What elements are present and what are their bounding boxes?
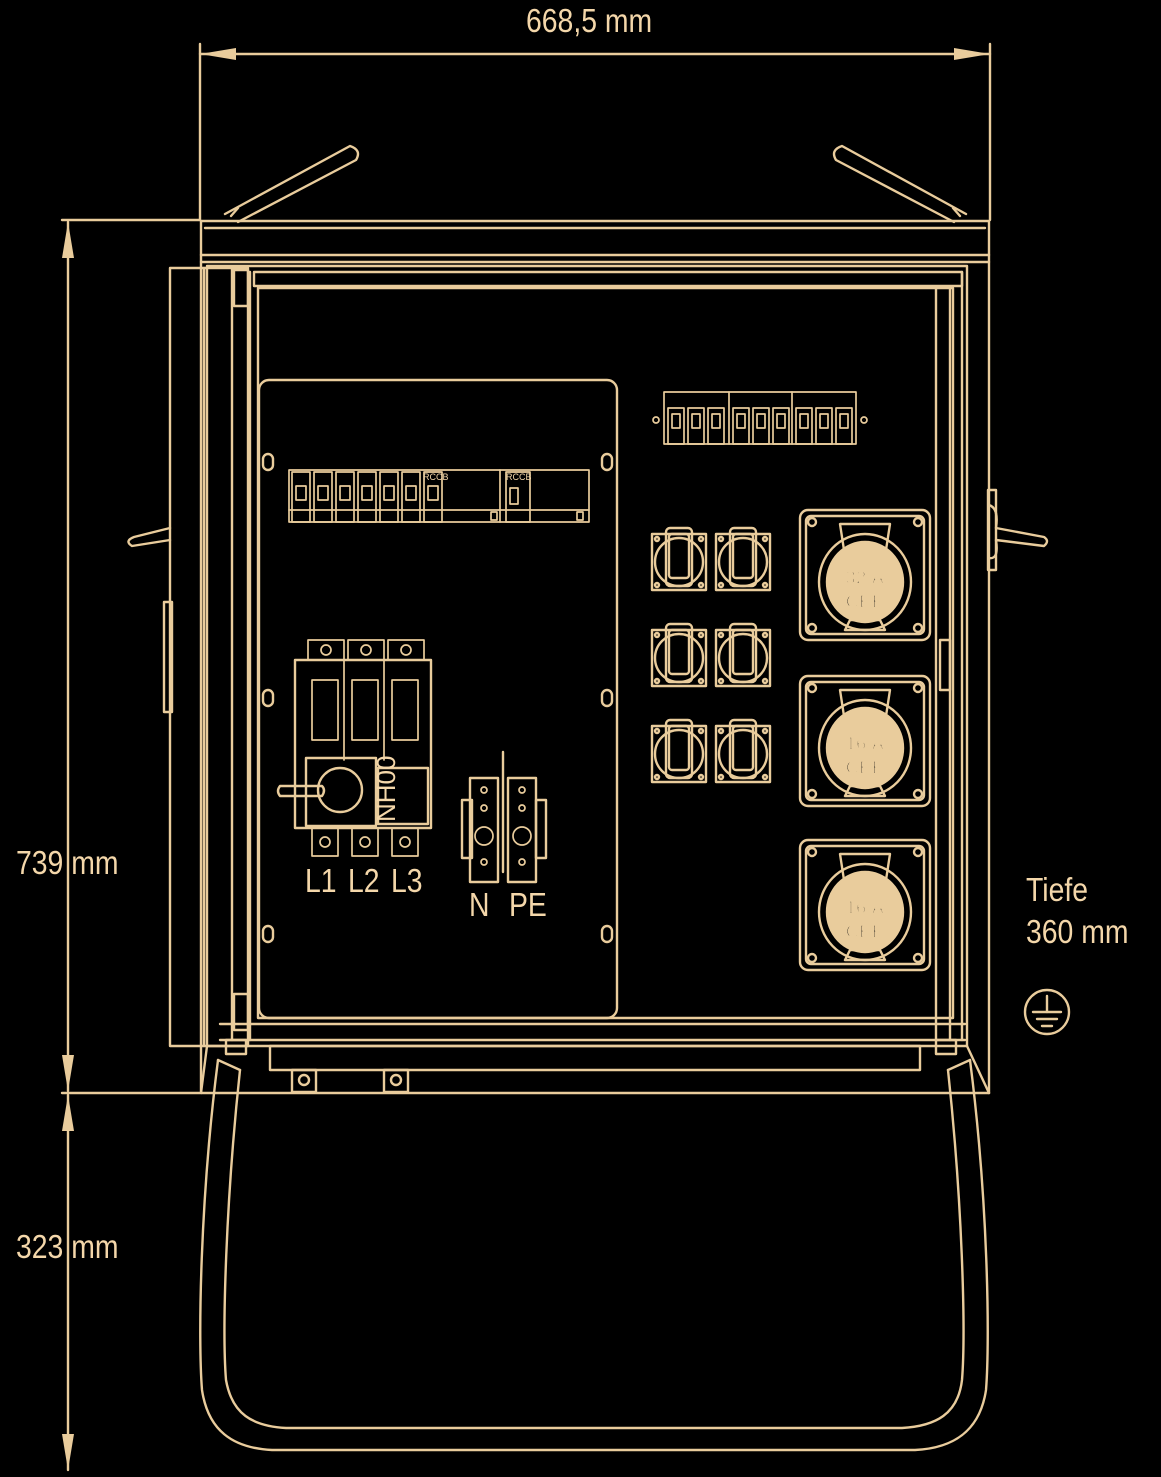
schuko-socket (650, 526, 708, 592)
cee-socket: 16 A CEE (798, 838, 932, 972)
schuko-sockets (650, 526, 772, 784)
stand (199, 1058, 989, 1452)
breaker-module (707, 407, 725, 445)
width-dimension (198, 42, 992, 222)
rccb-label-1: RCCB (423, 472, 449, 482)
breaker-module (357, 471, 377, 523)
mounting-screw (912, 788, 924, 800)
n-pe-terminals (460, 750, 548, 884)
depth-value: 360 mm (1026, 913, 1128, 951)
cee-sockets: 32 A CEE 16 A CEE 16 A CEE (798, 508, 932, 972)
mounting-screw (912, 952, 924, 964)
top-breaker-block (652, 391, 868, 445)
mounting-screw (912, 516, 924, 528)
mounting-plate (257, 378, 619, 1020)
cee-rating: 16 A (845, 898, 885, 919)
rccb-label-2: RCCB (506, 472, 532, 482)
schuko-socket (714, 718, 772, 784)
schuko-socket (714, 526, 772, 592)
lifting-handles (223, 144, 968, 224)
cee-type: CEE (845, 592, 884, 613)
breaker-module (401, 471, 421, 523)
schuko-socket (650, 718, 708, 784)
cee-rating: 32 A (845, 568, 885, 589)
main-switch (276, 639, 433, 857)
breaker-row (288, 469, 590, 523)
drawing-lines: 32 A CEE 16 A CEE 16 A CEE (60, 42, 1071, 1472)
breaker-module (313, 471, 333, 523)
mounting-screw (912, 682, 924, 694)
plate-screws (261, 452, 614, 944)
roof (199, 219, 991, 257)
breaker-module (732, 407, 750, 445)
mounting-screw (912, 846, 924, 858)
breaker-module (752, 407, 770, 445)
breaker-module (379, 471, 399, 523)
depth-title: Tiefe (1026, 871, 1088, 909)
breaker-module (687, 407, 705, 445)
schuko-socket (714, 622, 772, 688)
rccb-module (505, 471, 531, 523)
cee-socket: 16 A CEE (798, 674, 932, 808)
mounting-screw (806, 516, 818, 528)
breaker-module (423, 471, 443, 523)
phase-l1-label: L1 (305, 862, 337, 900)
cee-socket: 32 A CEE (798, 508, 932, 642)
schuko-socket (650, 622, 708, 688)
mounting-screw (806, 622, 818, 634)
cee-type: CEE (845, 758, 884, 779)
side-handles (127, 488, 1049, 572)
phase-l2-label: L2 (348, 862, 380, 900)
height-label: 739 mm (16, 844, 118, 882)
mounting-screw (806, 952, 818, 964)
neutral-label: N (469, 886, 489, 924)
breaker-module (795, 407, 813, 445)
stand-height-label: 323 mm (16, 1228, 118, 1266)
mounting-screw (806, 846, 818, 858)
breaker-module (291, 471, 311, 523)
cee-type: CEE (845, 922, 884, 943)
switch-type-label: NH00 (371, 756, 401, 822)
text-labels: 668,5 mm 739 mm 323 mm Tiefe 360 mm L1 L… (16, 2, 1128, 1266)
cee-rating: 16 A (845, 734, 885, 755)
bottom-rail (268, 1044, 922, 1094)
breaker-module (772, 407, 790, 445)
mounting-screw (912, 622, 924, 634)
height-dimension (60, 218, 202, 1472)
mounting-screw (806, 788, 818, 800)
phase-l3-label: L3 (391, 862, 423, 900)
breaker-module (835, 407, 853, 445)
width-label: 668,5 mm (526, 2, 652, 40)
breaker-module (667, 407, 685, 445)
breaker-module (335, 471, 355, 523)
mounting-screw (806, 682, 818, 694)
pe-label: PE (509, 886, 547, 924)
ground-icon (1023, 988, 1071, 1036)
housing (199, 253, 991, 1095)
breaker-module (815, 407, 833, 445)
